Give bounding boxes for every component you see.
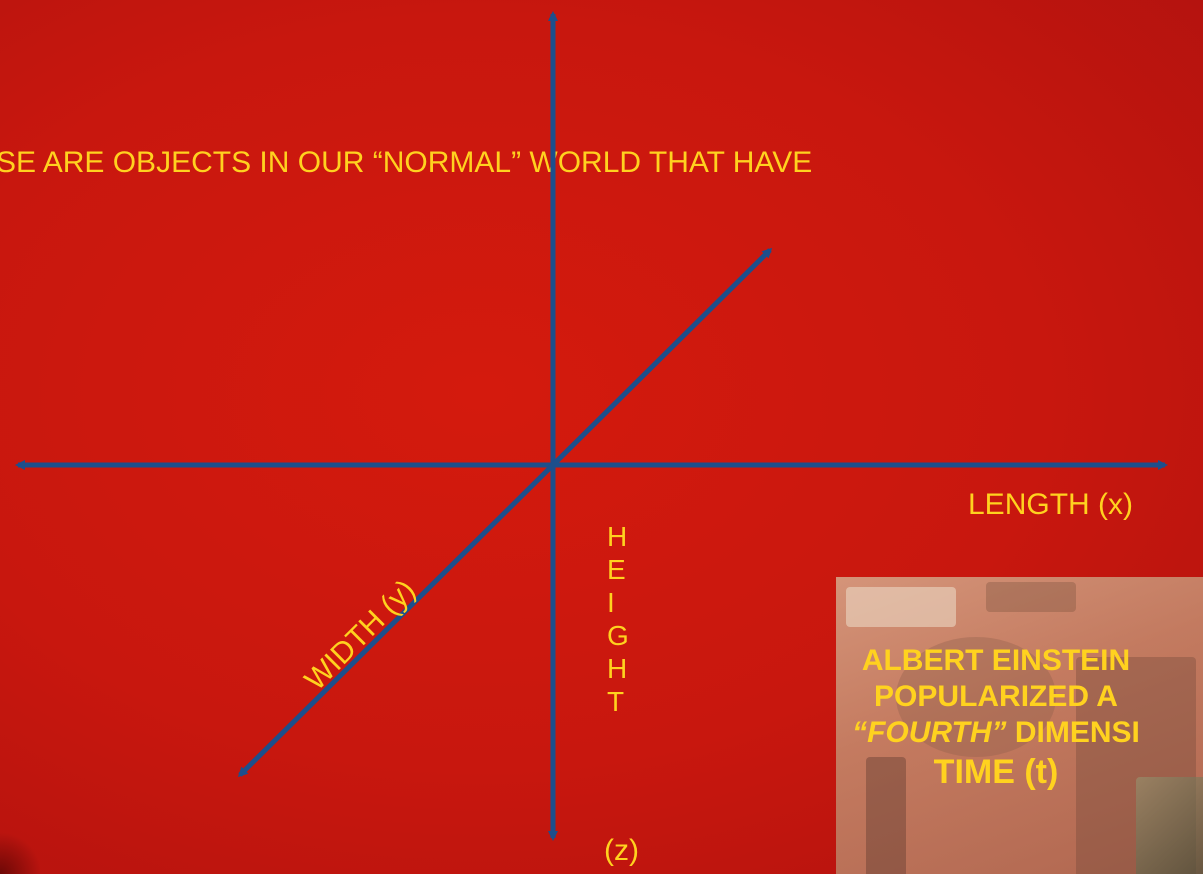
height-letter: H	[607, 653, 628, 684]
einstein-callout: ALBERT EINSTEIN POPULARIZED A “FOURTH” D…	[776, 643, 1203, 793]
height-letter: H	[607, 521, 628, 552]
height-axis-label: H E I G H T	[607, 520, 637, 718]
headline-text: SE ARE OBJECTS IN OUR “NORMAL” WORLD THA…	[0, 146, 813, 179]
callout-line-3: “FOURTH” DIMENSI	[776, 715, 1203, 751]
callout-line-1: ALBERT EINSTEIN	[861, 644, 1131, 677]
corner-shadow	[0, 830, 40, 874]
height-letter: G	[607, 620, 629, 651]
height-letter: T	[607, 686, 625, 717]
callout-line-4: TIME (t)	[933, 753, 1059, 791]
height-letter: E	[607, 554, 626, 585]
width-axis	[237, 247, 773, 778]
callout-dimension: DIMENSI	[1006, 716, 1140, 749]
height-letter: I	[607, 587, 615, 618]
callout-fourth: “FOURTH”	[852, 716, 1007, 749]
length-axis-label: LENGTH (x)	[968, 488, 1133, 521]
callout-line-2: POPULARIZED A	[874, 680, 1118, 713]
height-axis-unit: (z)	[604, 834, 639, 867]
einstein-photo	[836, 577, 1203, 874]
